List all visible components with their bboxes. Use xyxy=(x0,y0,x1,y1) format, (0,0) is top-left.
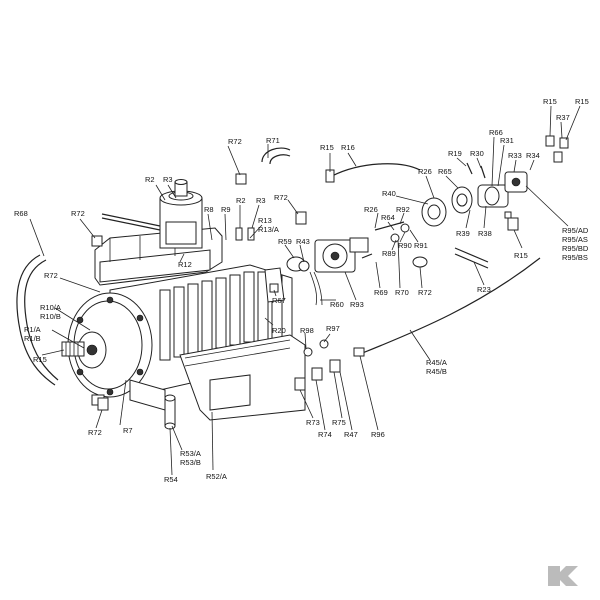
label-r95-bs: R95/BS xyxy=(562,253,588,262)
label-r74: R74 xyxy=(318,430,332,439)
label-r70: R70 xyxy=(395,288,409,297)
valve-components xyxy=(286,135,569,306)
label-r72: R72 xyxy=(88,428,102,437)
label-r72: R72 xyxy=(228,137,242,146)
label-r54: R54 xyxy=(164,475,178,484)
label-r15: R15 xyxy=(575,97,589,106)
label-r64: R64 xyxy=(381,213,395,222)
label-r13-a: R13/A xyxy=(258,225,279,234)
label-r16: R16 xyxy=(341,143,355,152)
label-r39: R39 xyxy=(456,229,470,238)
label-r7: R7 xyxy=(123,426,133,435)
label-r23: R23 xyxy=(477,285,491,294)
hoses xyxy=(16,147,541,386)
label-r71: R71 xyxy=(266,136,280,145)
label-r15: R15 xyxy=(543,97,557,106)
label-r59: R59 xyxy=(278,237,292,246)
label-r73: R73 xyxy=(306,418,320,427)
label-r15: R15 xyxy=(514,251,528,260)
leader-lines xyxy=(29,105,581,476)
label-r72: R72 xyxy=(44,271,58,280)
label-r91: R91 xyxy=(414,241,428,250)
label-r3: R3 xyxy=(256,196,266,205)
label-r47: R47 xyxy=(344,430,358,439)
label-r38: R38 xyxy=(478,229,492,238)
label-r89: R89 xyxy=(382,249,396,258)
label-r95-as: R95/AS xyxy=(562,235,588,244)
label-r60: R60 xyxy=(330,300,344,309)
label-r93: R93 xyxy=(350,300,364,309)
label-r2: R2 xyxy=(236,196,246,205)
label-r72: R72 xyxy=(71,209,85,218)
label-r10-b: R10/B xyxy=(40,312,61,321)
label-r97: R97 xyxy=(326,324,340,333)
label-r1-b: R1/B xyxy=(24,334,41,343)
label-r31: R31 xyxy=(500,136,514,145)
label-r26: R26 xyxy=(364,205,378,214)
label-r92: R92 xyxy=(396,205,410,214)
label-r26: R26 xyxy=(418,167,432,176)
label-r40: R40 xyxy=(382,189,396,198)
label-r12: R12 xyxy=(178,260,192,269)
label-r75: R75 xyxy=(332,418,346,427)
label-r30: R30 xyxy=(470,149,484,158)
label-r3: R3 xyxy=(163,175,173,184)
label-r15: R15 xyxy=(320,143,334,152)
label-r9: R9 xyxy=(221,205,231,214)
label-r20: R20 xyxy=(272,326,286,335)
label-r67: R67 xyxy=(272,296,286,305)
label-r98: R98 xyxy=(300,326,314,335)
label-r53-b: R53/B xyxy=(180,458,201,467)
label-r34: R34 xyxy=(526,151,540,160)
label-r69: R69 xyxy=(374,288,388,297)
label-r53-a: R53/A xyxy=(180,449,201,458)
label-r65: R65 xyxy=(438,167,452,176)
label-r19: R19 xyxy=(448,149,462,158)
label-r72: R72 xyxy=(274,193,288,202)
label-r10-a: R10/A xyxy=(40,303,61,312)
label-r95-bd: R95/BD xyxy=(562,244,589,253)
label-r95-ad: R95/AD xyxy=(562,226,589,235)
label-r72: R72 xyxy=(418,288,432,297)
label-r33: R33 xyxy=(508,151,522,160)
label-r8: R8 xyxy=(204,205,214,214)
housing-fins xyxy=(159,271,283,361)
part-labels: R15 R15 R37 R72 R71 R15 R16 R66 R31 R19 … xyxy=(14,97,589,484)
label-r96: R96 xyxy=(371,430,385,439)
label-r66: R66 xyxy=(489,128,503,137)
brand-logo-icon xyxy=(548,566,578,586)
label-r90: R90 xyxy=(398,241,412,250)
label-r43: R43 xyxy=(296,237,310,246)
label-r13: R13 xyxy=(258,216,272,225)
label-r68: R68 xyxy=(14,209,28,218)
label-r37: R37 xyxy=(556,113,570,122)
label-r45-a: R45/A xyxy=(426,358,447,367)
label-r15: R15 xyxy=(33,355,47,364)
label-r45-b: R45/B xyxy=(426,367,447,376)
label-r1-a: R1/A xyxy=(24,325,41,334)
label-r52-a: R52/A xyxy=(206,472,227,481)
label-r2: R2 xyxy=(145,175,155,184)
